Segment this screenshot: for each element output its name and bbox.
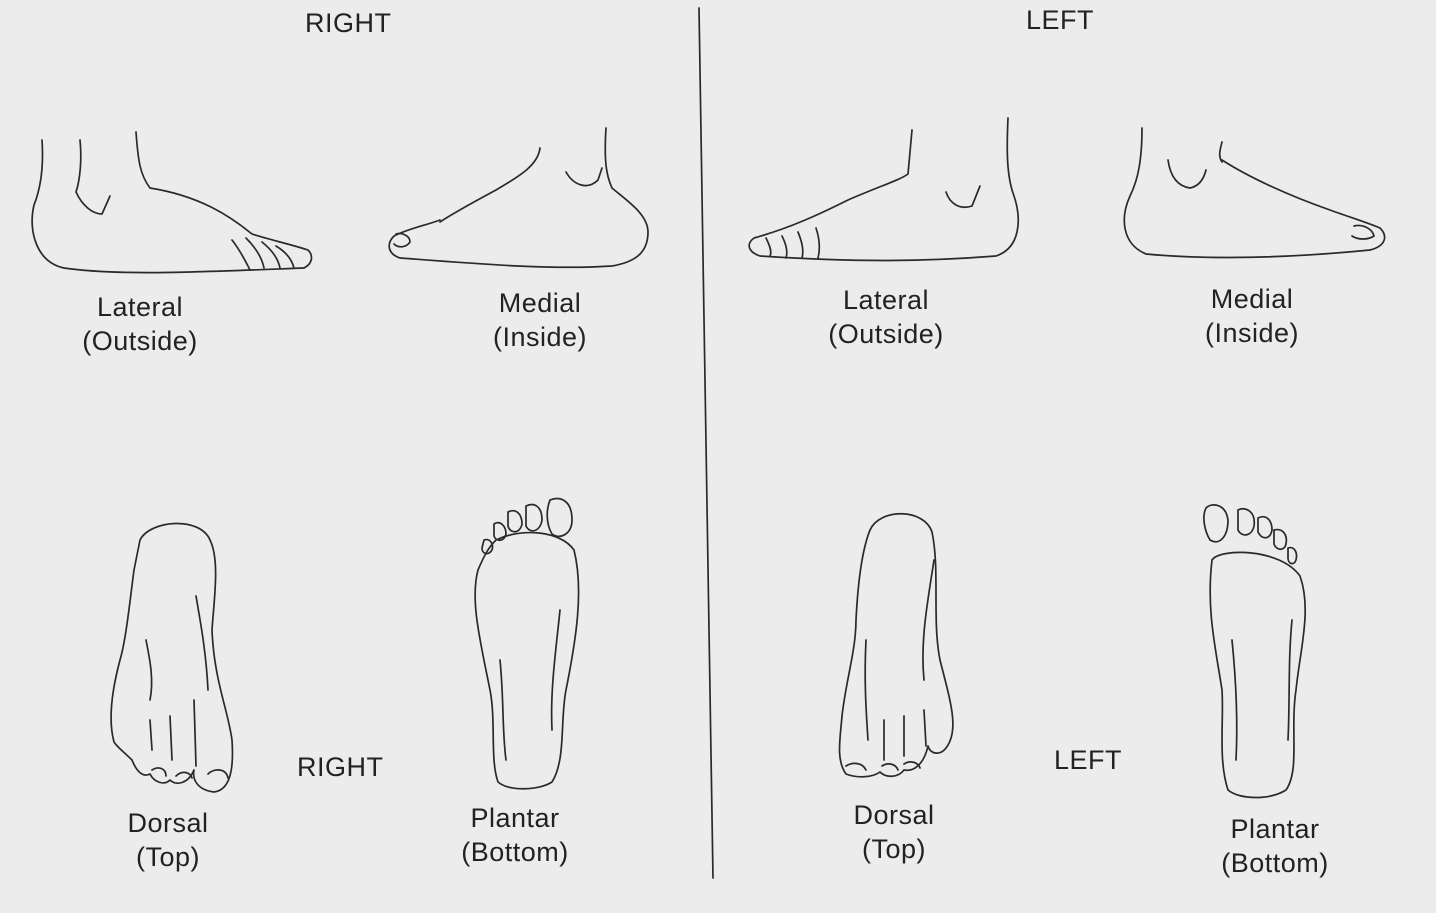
left-medial-foot-drawing [1124, 128, 1384, 257]
right-plantar-name: Plantar [440, 801, 590, 835]
right-bottom-heading: RIGHT [297, 752, 384, 783]
left-medial-label: Medial (Inside) [1182, 282, 1322, 350]
right-plantar-foot-drawing [475, 499, 579, 789]
right-medial-sub: (Inside) [470, 320, 610, 354]
left-plantar-foot-drawing [1204, 505, 1305, 798]
right-dorsal-foot-drawing [111, 523, 232, 792]
left-dorsal-foot-drawing [840, 514, 953, 777]
right-lateral-name: Lateral [70, 290, 210, 324]
right-medial-foot-drawing [389, 128, 648, 267]
left-lateral-name: Lateral [816, 283, 956, 317]
left-dorsal-name: Dorsal [824, 798, 964, 832]
left-medial-sub: (Inside) [1182, 316, 1322, 350]
left-top-heading: LEFT [1026, 5, 1094, 36]
left-lateral-label: Lateral (Outside) [816, 283, 956, 351]
right-dorsal-name: Dorsal [98, 806, 238, 840]
left-medial-name: Medial [1182, 282, 1322, 316]
left-dorsal-label: Dorsal (Top) [824, 798, 964, 866]
left-lateral-foot-drawing [749, 118, 1018, 261]
right-plantar-sub: (Bottom) [440, 835, 590, 869]
center-divider [699, 8, 713, 878]
right-plantar-label: Plantar (Bottom) [440, 801, 590, 869]
right-lateral-sub: (Outside) [70, 324, 210, 358]
left-plantar-name: Plantar [1200, 812, 1350, 846]
left-dorsal-sub: (Top) [824, 832, 964, 866]
right-lateral-foot-drawing [32, 132, 311, 273]
right-top-heading: RIGHT [305, 8, 392, 39]
right-medial-label: Medial (Inside) [470, 286, 610, 354]
left-bottom-heading: LEFT [1054, 745, 1122, 776]
left-plantar-sub: (Bottom) [1200, 846, 1350, 880]
right-dorsal-label: Dorsal (Top) [98, 806, 238, 874]
right-dorsal-sub: (Top) [98, 840, 238, 874]
left-lateral-sub: (Outside) [816, 317, 956, 351]
right-lateral-label: Lateral (Outside) [70, 290, 210, 358]
left-plantar-label: Plantar (Bottom) [1200, 812, 1350, 880]
right-medial-name: Medial [470, 286, 610, 320]
